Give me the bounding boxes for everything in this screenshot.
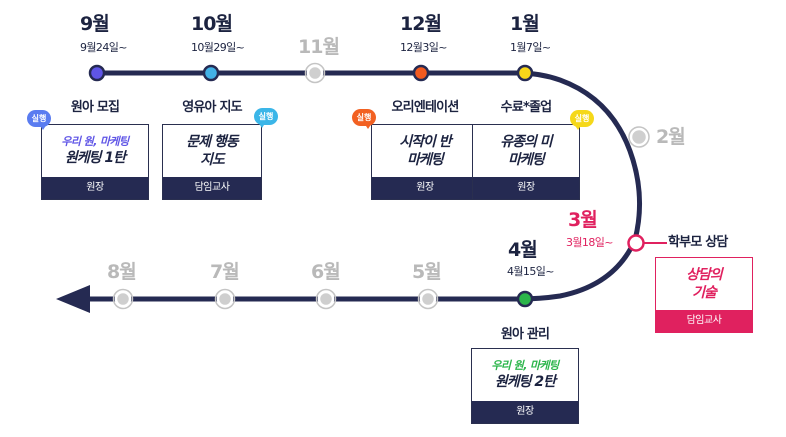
month-label-apr: 4월 — [508, 239, 538, 261]
node-sep — [88, 64, 106, 82]
program-title-sep: 원아 모집 — [70, 100, 120, 115]
date-label-sep: 9월24일~ — [80, 41, 127, 54]
node-mar — [627, 234, 645, 252]
card-line2-apr: 원케팅 2탄 — [494, 374, 556, 390]
card-line2-oct: 지도 — [200, 152, 225, 168]
date-label-oct: 10월29일~ — [191, 41, 245, 54]
node-jan — [516, 64, 534, 82]
node-dec — [412, 64, 430, 82]
action-badge-sep: 실행 — [27, 110, 51, 130]
date-label-dec: 12월3일~ — [400, 41, 447, 54]
card-line1-dec: 시작이 반 — [399, 134, 451, 150]
month-label-feb: 2월 — [656, 126, 686, 148]
card-line2-jan: 마케팅 — [508, 152, 545, 168]
action-badge-oct: 실행 — [254, 108, 278, 128]
program-card-mar: 상담의 기술 담임교사 — [655, 257, 753, 333]
program-title-jan: 수료*졸업 — [500, 100, 552, 115]
card-owner-oct: 담임교사 — [163, 177, 261, 199]
node-oct — [202, 64, 220, 82]
action-badge-dec: 실행 — [352, 109, 376, 129]
node-jul — [216, 290, 234, 308]
track-arrowhead — [56, 285, 90, 313]
program-title-dec: 오리엔테이션 — [391, 100, 460, 115]
node-jul-ring — [214, 288, 236, 310]
program-title-mar: 학부모 상담 — [668, 235, 728, 250]
program-card-sep: 우리 원, 마케팅 원케팅 1탄 원장 — [41, 124, 149, 200]
node-apr — [516, 290, 534, 308]
month-label-sep: 9월 — [80, 13, 110, 35]
node-may-ring — [417, 288, 439, 310]
node-jun-ring — [315, 288, 337, 310]
program-title-apr: 원아 관리 — [500, 327, 550, 342]
month-label-jul: 7월 — [210, 261, 240, 283]
month-label-jan: 1월 — [510, 13, 540, 35]
date-label-jan: 1월7일~ — [510, 41, 551, 54]
node-aug — [114, 290, 132, 308]
month-label-may: 5월 — [412, 261, 442, 283]
node-nov — [306, 64, 324, 82]
program-title-oct: 영유아 지도 — [182, 100, 242, 115]
month-label-nov: 11월 — [298, 36, 340, 58]
card-line1-oct: 문제 행동 — [186, 134, 238, 150]
month-label-mar: 3월 — [568, 209, 598, 231]
date-label-apr: 4월15일~ — [507, 265, 554, 278]
month-label-dec: 12월 — [400, 13, 442, 35]
month-label-oct: 10월 — [191, 13, 233, 35]
card-line1-jan: 유종의 미 — [500, 134, 552, 150]
card-line2-dec: 마케팅 — [407, 152, 444, 168]
card-line1-sep: 우리 원, 마케팅 — [61, 135, 129, 148]
program-card-apr: 우리 원, 마케팅 원케팅 2탄 원장 — [471, 348, 579, 424]
card-owner-sep: 원장 — [42, 177, 148, 199]
card-line1-apr: 우리 원, 마케팅 — [491, 359, 559, 372]
program-card-oct: 문제 행동 지도 담임교사 — [162, 124, 262, 200]
node-nov-ring — [304, 62, 326, 84]
node-aug-ring — [112, 288, 134, 310]
card-owner-jan: 원장 — [473, 177, 579, 199]
card-owner-dec: 원장 — [372, 177, 478, 199]
card-owner-mar: 담임교사 — [656, 310, 752, 332]
date-label-mar: 3월18일~ — [566, 236, 613, 249]
program-card-jan: 유종의 미 마케팅 원장 — [472, 124, 580, 200]
card-owner-apr: 원장 — [472, 401, 578, 423]
track-line — [85, 70, 642, 302]
node-may — [419, 290, 437, 308]
node-feb — [629, 127, 649, 147]
node-jun — [317, 290, 335, 308]
node-feb-ring — [628, 126, 650, 148]
card-line2-sep: 원케팅 1탄 — [64, 150, 126, 166]
card-line1-mar: 상담의 — [686, 267, 723, 283]
card-line2-mar: 기술 — [692, 285, 717, 301]
month-label-jun: 6월 — [311, 261, 341, 283]
action-badge-jan: 실행 — [570, 110, 594, 130]
month-label-aug: 8월 — [107, 261, 137, 283]
program-card-dec: 시작이 반 마케팅 원장 — [371, 124, 479, 200]
